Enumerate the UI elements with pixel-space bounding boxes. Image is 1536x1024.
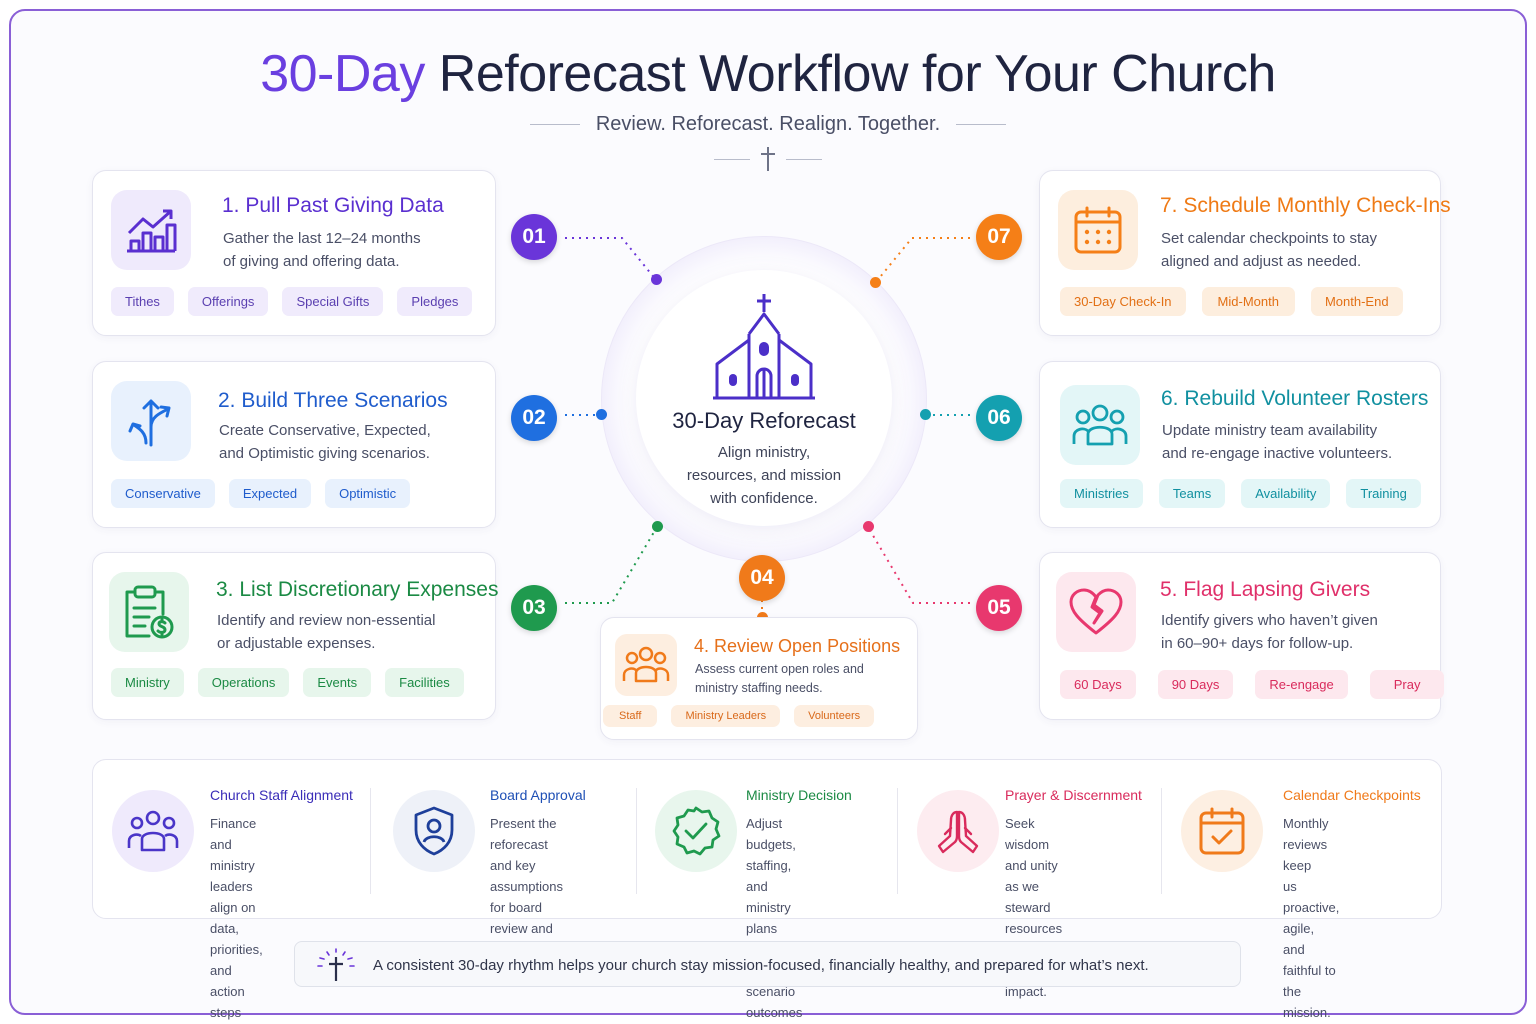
step-title-2: 2. Build Three Scenarios	[218, 389, 448, 412]
team-icon	[127, 810, 179, 852]
subtitle-row: Review. Reforecast. Realign. Together.	[0, 113, 1536, 136]
step-desc-2: Create Conservative, Expected, and Optim…	[219, 422, 431, 462]
step-card-3: 3. List Discretionary Expenses Identify …	[92, 552, 499, 720]
tag: Staff	[603, 705, 658, 727]
step-card-2: 2. Build Three Scenarios Create Conserva…	[92, 361, 496, 528]
tag: Optimistic	[325, 479, 411, 508]
outcome-title-3: Ministry Decision	[746, 787, 852, 803]
bar-chart-icon	[127, 209, 177, 253]
clipboard-dollar-icon	[125, 585, 174, 639]
tag: Expected	[228, 479, 312, 508]
people-icon	[622, 646, 670, 683]
connector-dot-03	[652, 521, 663, 532]
tag: Ministries	[1060, 479, 1143, 508]
connector-dot-02	[596, 409, 607, 420]
outcome-desc-5: Monthly reviews keep us proactive, agile…	[1283, 816, 1340, 1020]
tag: Month-End	[1310, 287, 1403, 316]
tag: Special Gifts	[282, 287, 384, 316]
step-card-1: 1. Pull Past Giving Data Gather the last…	[92, 170, 496, 336]
tag: Operations	[197, 668, 290, 697]
outcome-title-2: Board Approval	[490, 787, 586, 803]
step-tags-6: Ministries Teams Availability Training	[1060, 479, 1421, 508]
tag: Volunteers	[794, 705, 875, 727]
outcome-title-4: Prayer & Discernment	[1005, 787, 1142, 803]
page-subtitle: Review. Reforecast. Realign. Together.	[595, 113, 941, 135]
connector-dot-07	[870, 277, 881, 288]
step-badge-01: 01	[511, 214, 557, 260]
step-tags-2: Conservative Expected Optimistic	[111, 479, 411, 508]
outcome-title-1: Church Staff Alignment	[210, 787, 353, 803]
outcomes-panel: Church Staff Alignment Finance and minis…	[92, 759, 1442, 1020]
step-tags-1: Tithes Offerings Special Gifts Pledges	[111, 287, 473, 316]
church-icon	[713, 294, 815, 400]
step-tags-7: 30-Day Check-In Mid-Month Month-End	[1060, 287, 1403, 316]
step-desc-5: Identify givers who haven’t given in 60–…	[1161, 612, 1378, 652]
step-card-6: 6. Rebuild Volunteer Rosters Update mini…	[1039, 361, 1441, 528]
step-tags-4: Staff Ministry Leaders Volunteers	[603, 705, 875, 727]
outcome-desc-1: Finance and ministry leaders align on da…	[210, 816, 263, 1020]
step-title-6: 6. Rebuild Volunteer Rosters	[1161, 387, 1429, 410]
tag: 60 Days	[1060, 670, 1136, 699]
cross-divider	[0, 145, 1536, 173]
step-card-7: 7. Schedule Monthly Check-Ins Set calend…	[1039, 170, 1451, 336]
tag: Ministry	[111, 668, 184, 697]
tag: Pray	[1369, 670, 1445, 699]
tag: Tithes	[111, 287, 174, 316]
tag: 30-Day Check-In	[1060, 287, 1186, 316]
cross-icon	[761, 147, 775, 171]
footer-text: A consistent 30-day rhythm helps your ch…	[373, 957, 1149, 974]
praying-hands-icon	[937, 810, 979, 854]
shield-person-icon	[414, 806, 454, 856]
tag: Offerings	[187, 287, 269, 316]
tag: Availability	[1241, 479, 1331, 508]
broken-heart-icon	[1069, 588, 1123, 635]
step-title-1: 1. Pull Past Giving Data	[222, 194, 444, 217]
tag: Training	[1346, 479, 1421, 508]
step-card-5: 5. Flag Lapsing Givers Identify givers w…	[1039, 552, 1445, 720]
step-badge-03: 03	[511, 585, 557, 631]
step-desc-7: Set calendar checkpoints to stay aligned…	[1161, 230, 1377, 270]
step-tags-5: 60 Days 90 Days Re-engage Pray	[1060, 670, 1445, 699]
cross-rays-icon	[317, 948, 355, 981]
connector-dot-06	[920, 409, 931, 420]
page-title: 30-Day Reforecast Workflow for Your Chur…	[260, 45, 1276, 103]
calendar-icon	[1074, 206, 1122, 254]
step-tags-3: Ministry Operations Events Facilities	[111, 668, 464, 697]
step-desc-1: Gather the last 12–24 months of giving a…	[223, 230, 421, 270]
step-badge-06: 06	[976, 395, 1022, 441]
outcome-title-5: Calendar Checkpoints	[1283, 787, 1421, 803]
step-card-4: 4. Review Open Positions Assess current …	[600, 617, 918, 740]
split-arrows-icon	[128, 399, 171, 447]
tag: Facilities	[385, 668, 464, 697]
hub-description: Align ministry, resources, and mission w…	[686, 444, 842, 507]
outcome-desc-2: Present the reforecast and key assumptio…	[490, 816, 563, 957]
connector-dot-05	[863, 521, 874, 532]
step-desc-6: Update ministry team availability and re…	[1162, 422, 1393, 462]
outcome-desc-3: Adjust budgets, staffing, and ministry p…	[746, 816, 803, 1020]
tag: Pledges	[397, 287, 473, 316]
tag: Teams	[1158, 479, 1226, 508]
step-title-5: 5. Flag Lapsing Givers	[1160, 578, 1371, 601]
calendar-check-icon	[1199, 807, 1245, 855]
tag: 90 Days	[1157, 670, 1234, 699]
check-badge-icon	[672, 806, 721, 856]
tag: Re-engage	[1255, 670, 1348, 699]
tag: Conservative	[111, 479, 215, 508]
footer-banner: A consistent 30-day rhythm helps your ch…	[294, 941, 1241, 987]
step-badge-02: 02	[511, 395, 557, 441]
volunteers-icon	[1072, 404, 1128, 446]
step-title-7: 7. Schedule Monthly Check-Ins	[1160, 194, 1451, 217]
tag: Ministry Leaders	[671, 705, 781, 727]
hub-title: 30-Day Reforecast	[672, 408, 856, 433]
step-title-3: 3. List Discretionary Expenses	[216, 578, 499, 601]
step-desc-4: Assess current open roles and ministry s…	[695, 662, 864, 695]
step-desc-3: Identify and review non-essential or adj…	[217, 612, 436, 652]
step-title-4: 4. Review Open Positions	[694, 636, 901, 656]
step-badge-05: 05	[976, 585, 1022, 631]
tag: Mid-Month	[1201, 287, 1295, 316]
tag: Events	[303, 668, 372, 697]
step-badge-04: 04	[739, 555, 785, 601]
step-badge-07: 07	[976, 214, 1022, 260]
connector-dot-01	[651, 274, 662, 285]
